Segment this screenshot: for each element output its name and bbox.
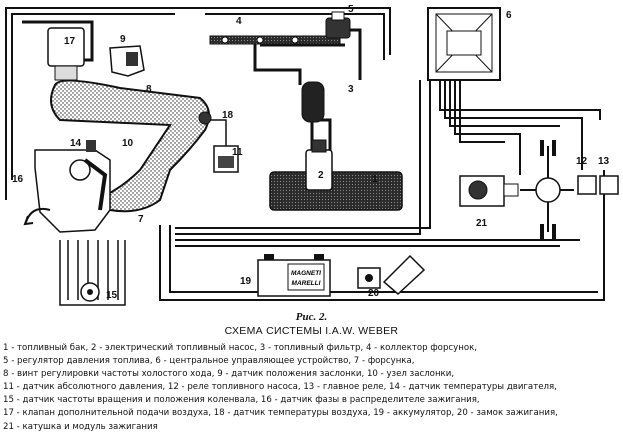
label-3: 3: [348, 84, 354, 95]
ignition-switch: [357, 254, 426, 296]
label-16: 16: [12, 174, 24, 185]
label-19: 19: [240, 276, 252, 287]
legend-line: 15 - датчик частоты вращения и положения…: [3, 395, 480, 406]
label-12: 12: [576, 156, 588, 167]
callout-labels: 1 2 3 4 5 6 7 8 9 10 11 12 13 14 15 16 1…: [12, 4, 610, 301]
label-2: 2: [318, 170, 324, 181]
diagram-title: СХЕМА СИСТЕМЫ I.A.W. WEBER: [224, 325, 399, 337]
label-6: 6: [506, 10, 512, 21]
battery-brand-line1: MAGNETI: [291, 270, 321, 277]
map-sensor: [210, 119, 239, 173]
label-10: 10: [122, 138, 134, 149]
fuel-pump-relay: [577, 175, 597, 195]
ecu-unit: [427, 7, 501, 81]
label-14: 14: [70, 138, 82, 149]
label-11: 11: [232, 147, 243, 158]
legend-list: 1 - топливный бак, 2 - электрический топ…: [3, 342, 621, 434]
wiring-harness: [5, 7, 605, 301]
label-7: 7: [138, 214, 144, 225]
label-5: 5: [348, 4, 354, 15]
phase-sensor: [23, 207, 51, 226]
legend-line: 17 - клапан дополнительной подачи воздух…: [3, 408, 558, 419]
legend-line: 5 - регулятор давления топлива, 6 - цент…: [3, 356, 415, 367]
label-21: 21: [476, 218, 488, 229]
coolant-temp-sensor: [86, 140, 96, 152]
label-18: 18: [222, 110, 234, 121]
main-relay: [599, 175, 619, 195]
label-17: 17: [64, 36, 76, 47]
label-13: 13: [598, 156, 610, 167]
label-8: 8: [146, 84, 152, 95]
legend-line: 1 - топливный бак, 2 - электрический топ…: [3, 343, 478, 353]
air-temp-sensor: [198, 111, 212, 125]
label-20: 20: [368, 288, 380, 299]
label-15: 15: [106, 290, 118, 301]
legend-line: 11 - датчик абсолютного давления, 12 - р…: [3, 382, 557, 393]
crank-sensor: [80, 282, 100, 302]
legend-line: 8 - винт регулировки частоты холостого х…: [3, 369, 455, 380]
battery-brand-line2: MARELLI: [292, 280, 321, 287]
legend-line: 21 - катушка и модуль зажигания: [3, 421, 158, 432]
battery: MAGNETI MARELLI: [257, 254, 331, 297]
injector-rail: [209, 35, 341, 45]
fuel-system-diagram: MAGNETI MARELLI 1 2 3 4 5 6 7 8 9: [5, 4, 619, 306]
intake-manifold: [50, 79, 210, 213]
engine-block: [34, 149, 126, 306]
throttle-position-sensor: [109, 45, 145, 77]
figure-number: Рис. 2.: [295, 311, 328, 323]
label-1: 1: [372, 174, 378, 185]
fuel-tank: [269, 139, 403, 211]
distributor: [520, 140, 574, 240]
ignition-coil: [459, 175, 519, 207]
label-9: 9: [120, 34, 126, 45]
pressure-regulator: [325, 11, 351, 39]
fuel-filter: [301, 81, 325, 123]
label-4: 4: [236, 16, 242, 27]
air-valve: [22, 20, 94, 81]
